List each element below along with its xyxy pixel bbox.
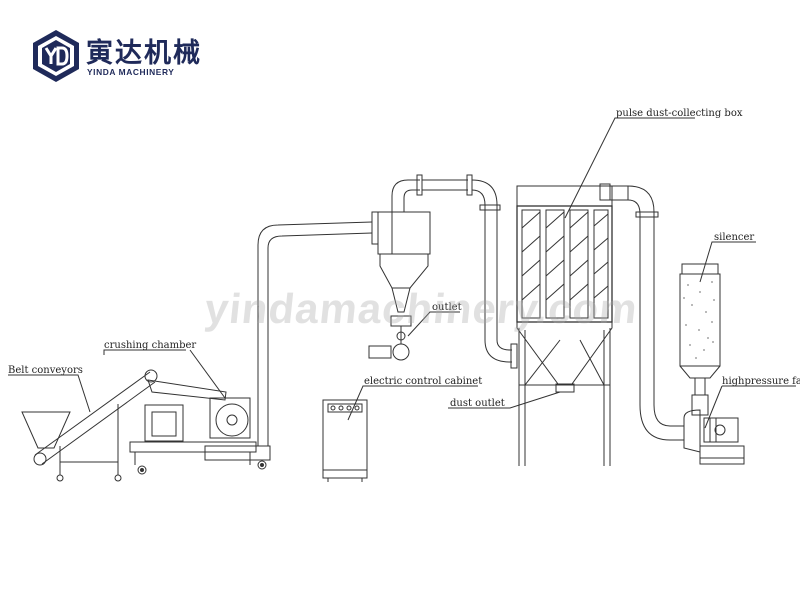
electric-control-cabinet — [322, 399, 368, 482]
logo-hexagon-icon — [33, 30, 79, 82]
highpressure-fan — [683, 394, 745, 465]
belt-conveyor — [21, 369, 158, 482]
silencer — [679, 263, 721, 395]
leader-lines — [8, 117, 796, 429]
logo-english-name: YINDA MACHINERY — [87, 67, 175, 77]
watermark-text: yindamachinery.com — [202, 285, 641, 332]
cyclone-separator — [368, 179, 431, 361]
conveying-pipe — [257, 221, 373, 446]
label-silencer: silencer — [714, 232, 754, 243]
filter-hatching — [521, 211, 609, 301]
label-electric-control-cabinet: electric control cabinet — [364, 376, 482, 387]
label-outlet: outlet — [432, 302, 462, 313]
exhaust-pipe — [627, 185, 684, 441]
label-crushing-chamber: crushing chamber — [104, 340, 196, 351]
logo-chinese-name: 寅达机械 — [86, 38, 202, 69]
label-dust-outlet: dust outlet — [450, 398, 505, 409]
crusher-machine — [129, 379, 271, 475]
connecting-pipe — [416, 174, 518, 369]
label-belt-conveyors: Belt conveyors — [8, 365, 83, 376]
label-pulse-dust-collecting-box: pulse dust-collecting box — [616, 108, 743, 119]
company-logo: 寅达机械 YINDA MACHINERY — [30, 28, 210, 84]
pulse-dust-collecting-box — [516, 183, 629, 466]
label-highpressure-fan: highpressure fan — [722, 376, 800, 387]
silencer-texture — [683, 281, 715, 359]
